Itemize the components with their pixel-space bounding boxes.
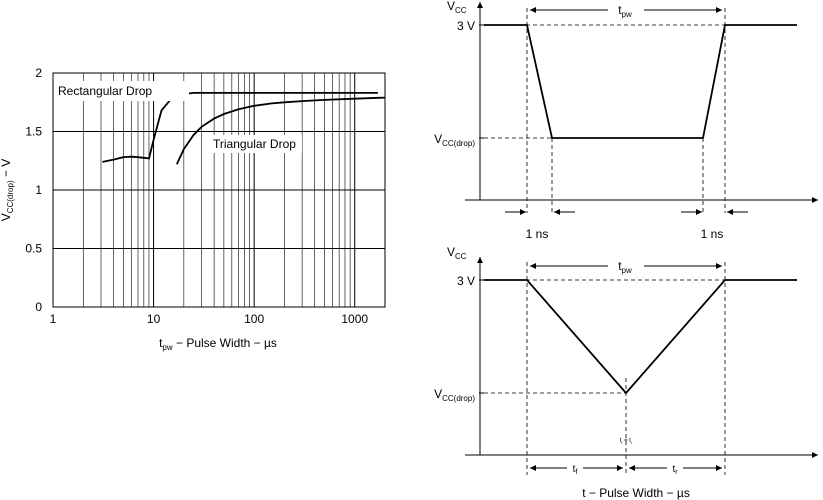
rect-drop-diagram (465, 2, 818, 215)
rect-tpw-bg (608, 3, 644, 19)
x-axis-label: tpw − Pulse Width − µs (159, 336, 277, 352)
tri-tf-bg (567, 462, 583, 476)
chart-series (102, 92, 386, 165)
left-chart: 1 10 100 1000 0 0.5 1 1.5 2 Rectangular Drop Tri… (0, 66, 386, 352)
tri-vdrop-label: VCC(drop) (434, 387, 475, 403)
tri-tpw-label: tpw (618, 259, 632, 275)
y-tick-label: 1.5 (25, 125, 42, 139)
tri-drop-diagram (465, 257, 818, 475)
y-tick-label: 0.5 (25, 242, 42, 256)
rect-edge-left-label: 1 ns (526, 227, 549, 241)
legend-rectangular-drop: Rectangular Drop (58, 84, 152, 98)
y-axis-label: VCC(drop) − V (0, 159, 15, 222)
plot-frame (52, 72, 386, 308)
legend-triangular-drop: Triangular Drop (213, 137, 296, 151)
rect-3v-label: 3 V (457, 19, 475, 33)
tri-tf-label: tf (573, 464, 578, 476)
rect-tpw-label: tpw (618, 3, 632, 19)
tri-drop-labels: VCC 3 V VCC(drop) tpw tf = tr tf tr t − … (434, 245, 690, 500)
y-tick-label: 1 (35, 183, 42, 197)
x-tick-label: 10 (147, 312, 161, 326)
x-tick-label: 1000 (341, 312, 368, 326)
legend-bg-tri (210, 135, 302, 153)
tri-equal-label: tf = tr (620, 438, 633, 445)
x-tick-label: 100 (244, 312, 264, 326)
x-tick-label: 1 (50, 312, 57, 326)
rect-edge-right-label: 1 ns (701, 227, 724, 241)
tri-3v-label: 3 V (457, 274, 475, 288)
tri-tpw-bg (608, 258, 644, 274)
chart-grid (53, 73, 386, 307)
series-line-rectangular-drop (102, 92, 378, 163)
tri-waveform (484, 279, 797, 395)
rect-drop-labels: VCC 3 V VCC(drop) tpw 1 ns 1 ns (434, 0, 723, 241)
y-tick-label: 2 (35, 66, 42, 80)
tri-tr-bg (667, 462, 683, 476)
tri-tr-label: tr (672, 464, 678, 476)
rect-vdrop-label: VCC(drop) (434, 132, 475, 148)
tick-labels: 1 10 100 1000 0 0.5 1 1.5 2 (25, 66, 368, 326)
series-line-triangular-drop (175, 96, 386, 165)
rect-vcc-label: VCC (447, 0, 467, 15)
rect-waveform (484, 24, 797, 139)
tri-x-axis-label: t − Pulse Width − µs (582, 486, 690, 500)
legend-bg-rect (56, 81, 189, 101)
tri-vcc-label: VCC (447, 245, 467, 261)
y-tick-label: 0 (35, 300, 42, 314)
